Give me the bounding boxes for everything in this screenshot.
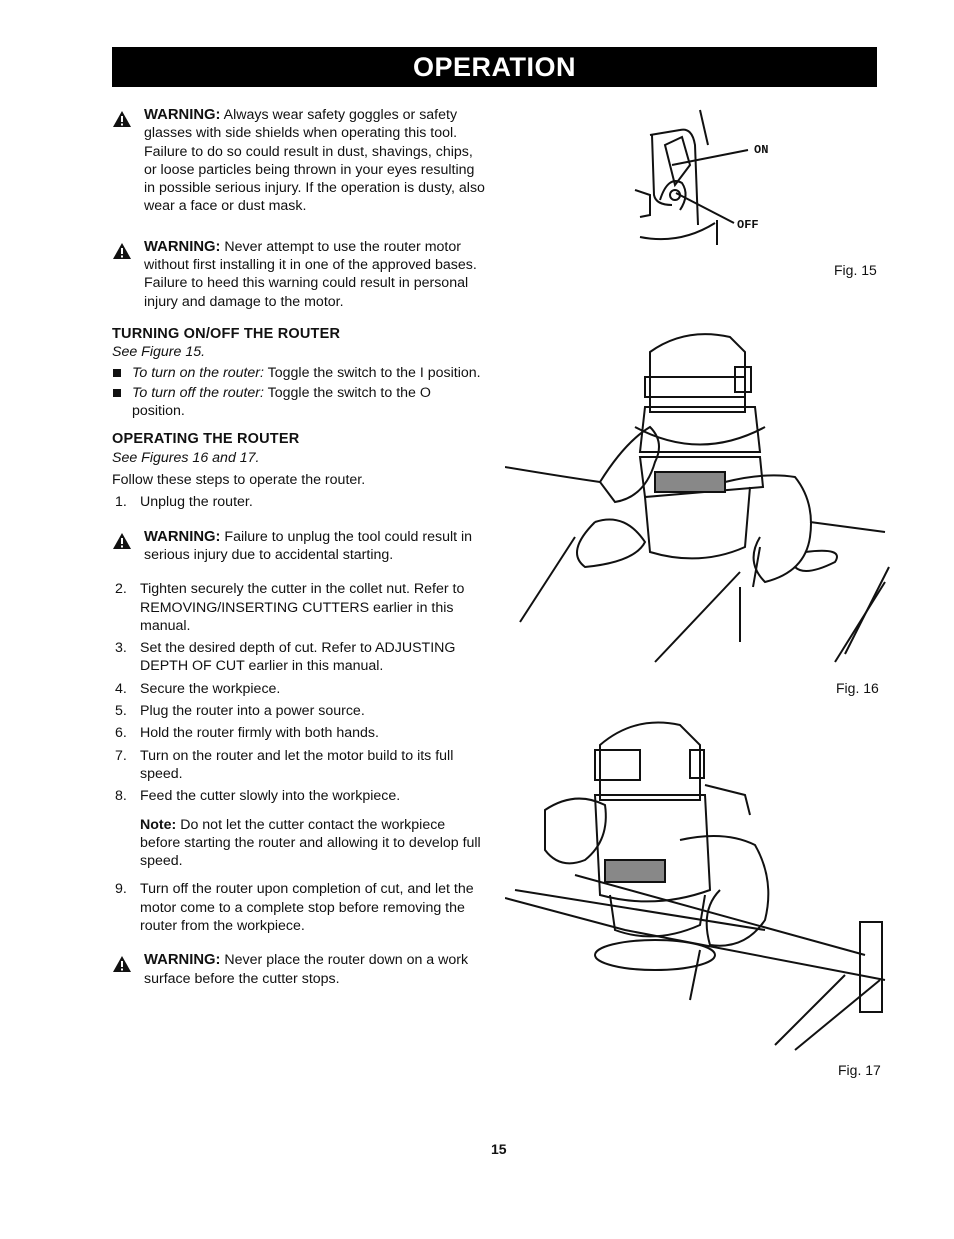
step-number: 5. (115, 703, 127, 720)
step-text: Turn on the router and let the motor bui… (140, 747, 454, 782)
figure-17-router-illustration (505, 721, 886, 1051)
bullet-text: Toggle the switch to the I position. (267, 364, 481, 381)
step-text: Secure the workpiece. (140, 680, 281, 697)
warning-icon (113, 956, 131, 973)
step-item: 8. Feed the cutter slowly into the workpi… (112, 787, 487, 805)
step-number: 7. (115, 747, 127, 764)
warning-goggles: WARNING: Always wear safety goggles or s… (112, 106, 487, 216)
bullet-text: Toggle the switch to the O position. (132, 384, 431, 420)
warning-motor: WARNING: Never attempt to use the router… (112, 238, 487, 311)
step-text: Set the desired depth of cut. Refer to A… (140, 640, 456, 675)
step-text: Unplug the router. (140, 494, 253, 511)
heading-turning-on-off: TURNING ON/OFF THE ROUTER (112, 325, 341, 342)
steps-list-b: 2. Tighten securely the cutter in the col… (112, 580, 487, 805)
note-text: Do not let the cutter contact the workpi… (140, 816, 481, 870)
step-text: Feed the cutter slowly into the workpiec… (140, 788, 401, 805)
steps-list-c: 9. Turn off the router upon completion o… (112, 880, 487, 935)
figure-16-label: Fig. 16 (836, 680, 879, 696)
bullet-lead: To turn off the router: (132, 384, 264, 401)
warning-unplug: WARNING: Failure to unplug the tool coul… (112, 528, 487, 565)
warning-icon (113, 532, 131, 549)
label-on: ON (754, 143, 769, 157)
warning-label: WARNING: (144, 238, 221, 255)
intro-text: Follow these steps to operate the router… (112, 472, 366, 489)
section-header: OPERATION (112, 47, 877, 87)
bullet-lead: To turn on the router: (132, 364, 264, 381)
step-text: Turn off the router upon completion of c… (140, 881, 474, 934)
figure-15-label: Fig. 15 (834, 262, 877, 278)
warning-label: WARNING: (144, 107, 221, 123)
step-number: 6. (115, 725, 127, 742)
figure-16-router-illustration (505, 333, 890, 663)
label-off: OFF (737, 218, 759, 232)
step-number: 2. (115, 581, 127, 598)
step-item: 1. Unplug the router. (112, 493, 487, 511)
step-number: 8. (115, 788, 127, 805)
step-item: 6. Hold the router firmly with both hands… (112, 724, 487, 742)
bullet-turn-off: To turn off the router: Toggle the switc… (112, 384, 487, 421)
step-item: 4. Secure the workpiece. (112, 680, 487, 698)
warning-text: Never place the router down on a work su… (144, 952, 469, 987)
step-item: 5. Plug the router into a power source. (112, 702, 487, 720)
warning-label: WARNING: (144, 952, 221, 969)
steps-list-a: 1. Unplug the router. (112, 493, 487, 511)
section-title: OPERATION (412, 51, 576, 82)
step-item: 9. Turn off the router upon completion o… (112, 880, 487, 935)
figure-15-switch-illustration (634, 109, 749, 245)
warning-text: Always wear safety goggles or safety gla… (144, 107, 485, 215)
step-text: Hold the router firmly with both hands. (140, 725, 379, 742)
see-figures-16-17: See Figures 16 and 17. (112, 449, 260, 466)
note: Note: Do not let the cutter contact the … (112, 816, 487, 871)
warning-icon (113, 111, 131, 127)
text-column: WARNING: Always wear safety goggles or s… (112, 106, 487, 988)
step-number: 1. (115, 494, 127, 511)
warning-icon (113, 242, 131, 259)
step-text: Tighten securely the cutter in the colle… (140, 581, 465, 634)
warning-label: WARNING: (144, 528, 221, 545)
step-number: 9. (115, 881, 127, 898)
step-number: 4. (115, 680, 127, 697)
step-item: 2. Tighten securely the cutter in the col… (112, 580, 487, 635)
bullet-turn-on: To turn on the router: Toggle the switch… (112, 364, 487, 382)
figure-17-label: Fig. 17 (838, 1062, 881, 1078)
warning-text: Failure to unplug the tool could result … (144, 528, 473, 563)
note-label: Note: (140, 816, 177, 833)
warning-text: Never attempt to use the router motor wi… (144, 238, 477, 310)
step-number: 3. (115, 640, 127, 657)
step-item: 7. Turn on the router and let the motor b… (112, 747, 487, 784)
page-number: 15 (491, 1141, 507, 1157)
warning-put-down: WARNING: Never place the router down on … (112, 951, 487, 988)
step-text: Plug the router into a power source. (140, 703, 365, 720)
heading-operating: OPERATING THE ROUTER (112, 431, 300, 448)
see-figure-15: See Figure 15. (112, 344, 206, 361)
step-item: 3. Set the desired depth of cut. Refer to… (112, 639, 487, 676)
